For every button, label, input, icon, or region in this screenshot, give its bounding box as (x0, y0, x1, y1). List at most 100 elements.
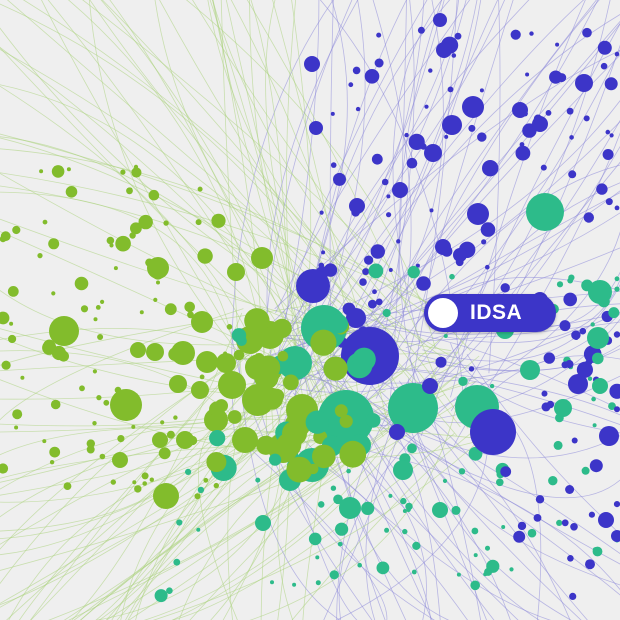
graph-node[interactable] (156, 280, 160, 285)
graph-node[interactable] (484, 567, 493, 576)
graph-node[interactable] (386, 212, 392, 218)
graph-node[interactable] (86, 445, 95, 454)
graph-node[interactable] (596, 183, 608, 195)
graph-node[interactable] (203, 477, 209, 483)
blue-node[interactable] (598, 512, 614, 528)
graph-node[interactable] (589, 459, 603, 473)
graph-node[interactable] (319, 210, 324, 215)
graph-node[interactable] (100, 299, 105, 304)
graph-node[interactable] (197, 486, 205, 494)
graph-node[interactable] (372, 289, 377, 295)
graph-node[interactable] (74, 276, 89, 291)
lime-node[interactable] (227, 263, 245, 281)
graph-node[interactable] (184, 301, 195, 313)
graph-node[interactable] (0, 231, 11, 242)
graph-node[interactable] (334, 404, 348, 418)
graph-node[interactable] (164, 303, 177, 316)
graph-node[interactable] (579, 327, 587, 335)
graph-node[interactable] (213, 482, 219, 489)
graph-node[interactable] (568, 274, 575, 281)
graph-node[interactable] (424, 104, 429, 109)
graph-node[interactable] (272, 318, 292, 339)
graph-node[interactable] (317, 501, 325, 508)
lime-node[interactable] (191, 311, 213, 333)
graph-node[interactable] (51, 165, 65, 178)
graph-node[interactable] (86, 439, 96, 448)
blue-node[interactable] (392, 182, 408, 198)
graph-node[interactable] (97, 334, 104, 340)
graph-node[interactable] (8, 334, 17, 344)
graph-node[interactable] (51, 291, 56, 296)
graph-node[interactable] (103, 399, 110, 406)
graph-node[interactable] (565, 360, 574, 369)
graph-node[interactable] (396, 239, 401, 244)
graph-node[interactable] (608, 307, 620, 319)
graph-node[interactable] (416, 276, 431, 291)
graph-node[interactable] (154, 589, 168, 603)
blue-node[interactable] (349, 198, 365, 214)
blue-node[interactable] (433, 13, 447, 27)
graph-node[interactable] (529, 31, 534, 36)
lime-node[interactable] (153, 483, 179, 509)
graph-node[interactable] (39, 169, 44, 174)
graph-node[interactable] (63, 482, 72, 490)
green-node[interactable] (588, 280, 612, 304)
graph-node[interactable] (549, 70, 563, 84)
graph-node[interactable] (166, 430, 175, 439)
graph-node[interactable] (404, 132, 409, 138)
graph-node[interactable] (602, 149, 614, 160)
graph-node[interactable] (590, 322, 595, 327)
graph-node[interactable] (402, 528, 408, 535)
graph-node[interactable] (305, 410, 329, 434)
lime-node[interactable] (218, 371, 246, 399)
graph-node[interactable] (364, 69, 380, 84)
graph-node[interactable] (473, 553, 478, 558)
graph-node[interactable] (449, 273, 455, 280)
graph-node[interactable] (176, 519, 183, 526)
graph-node[interactable] (519, 142, 525, 147)
blue-node[interactable] (422, 378, 438, 394)
graph-node[interactable] (283, 374, 299, 391)
blue-node[interactable] (470, 409, 516, 455)
lime-node[interactable] (112, 452, 128, 468)
lime-node[interactable] (191, 381, 209, 399)
graph-node[interactable] (142, 473, 147, 478)
blue-node[interactable] (442, 115, 462, 135)
graph-node[interactable] (429, 208, 434, 213)
blue-node[interactable] (304, 56, 320, 72)
graph-node[interactable] (481, 239, 487, 245)
graph-node[interactable] (412, 541, 421, 551)
graph-node[interactable] (329, 570, 339, 580)
graph-node[interactable] (120, 169, 126, 175)
lime-node[interactable] (196, 351, 218, 373)
graph-node[interactable] (110, 479, 117, 485)
graph-node[interactable] (328, 313, 349, 334)
graph-node[interactable] (286, 456, 313, 483)
graph-node[interactable] (330, 162, 337, 168)
graph-node[interactable] (400, 497, 407, 505)
graph-node[interactable] (321, 250, 326, 255)
lime-node[interactable] (152, 432, 168, 448)
graph-node[interactable] (134, 485, 142, 493)
graph-node[interactable] (592, 352, 604, 365)
graph-node[interactable] (583, 115, 590, 122)
graph-node[interactable] (277, 350, 289, 362)
graph-node[interactable] (48, 238, 60, 250)
graph-node[interactable] (541, 390, 548, 397)
graph-node[interactable] (133, 164, 139, 169)
lime-node[interactable] (49, 316, 79, 346)
graph-node[interactable] (567, 555, 574, 562)
graph-node[interactable] (386, 194, 391, 199)
graph-node[interactable] (609, 383, 620, 399)
graph-node[interactable] (315, 555, 320, 560)
graph-node[interactable] (352, 347, 376, 371)
graph-node[interactable] (1, 360, 11, 370)
graph-node[interactable] (270, 388, 285, 403)
graph-node[interactable] (49, 460, 55, 465)
graph-node[interactable] (149, 477, 154, 482)
graph-node[interactable] (489, 383, 495, 389)
graph-node[interactable] (458, 468, 466, 475)
green-node[interactable] (592, 378, 608, 394)
graph-node[interactable] (276, 432, 302, 458)
graph-node[interactable] (574, 336, 579, 340)
